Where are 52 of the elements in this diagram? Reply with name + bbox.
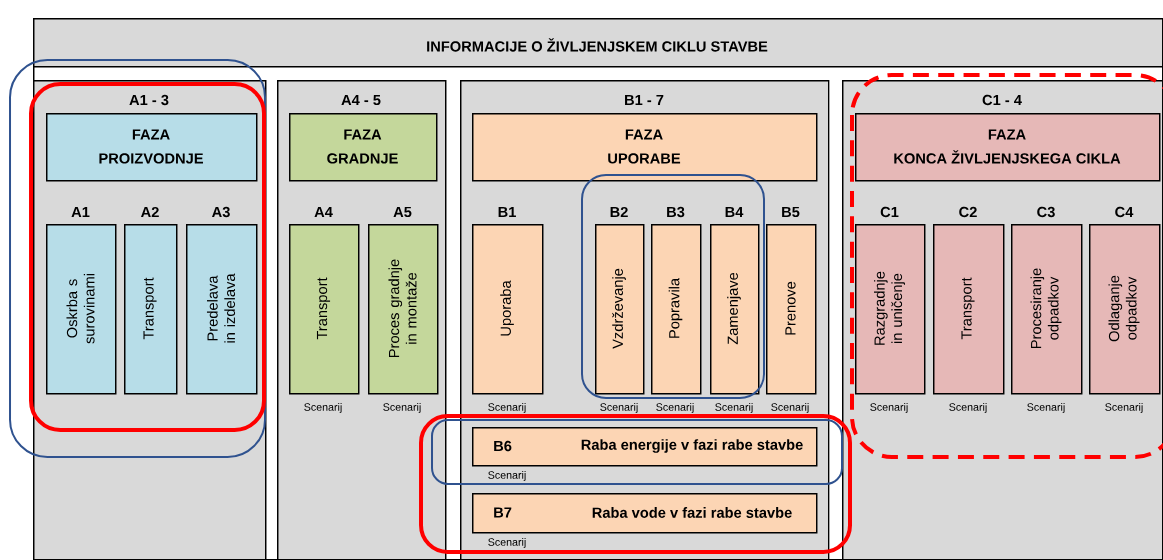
module-box: Zamenjave [710, 224, 760, 395]
module-code: B1 [498, 206, 516, 218]
stage-code: A4 - 5 [341, 94, 381, 106]
scenario-label: Scenarij [488, 403, 526, 413]
module-box: Transport [289, 224, 360, 395]
module-box: Odlaganje odpadkov [1089, 224, 1161, 395]
module-box: Popravila [651, 224, 702, 395]
module-box: Proces gradnje in montaže [368, 224, 439, 395]
module-box: Prenove [766, 224, 817, 395]
scenario-label: Scenarij [1027, 403, 1065, 413]
module-box: B7 Raba vode v fazi rabe stavbe [472, 493, 818, 534]
module-code: C2 [959, 206, 977, 218]
stage-code: B1 - 7 [625, 94, 664, 106]
module-box: B6 Raba energije v fazi rabe stavbe [472, 427, 818, 467]
phase-box: FAZA GRADNJE [289, 113, 438, 182]
module-code: A1 [71, 206, 90, 218]
module-code: B4 [725, 206, 744, 218]
scenario-label: Scenarij [771, 403, 809, 413]
module-code: B2 [610, 206, 628, 218]
module-code: A3 [212, 206, 230, 218]
scenario-label: Scenarij [656, 403, 694, 413]
phase-box: FAZA PROIZVODNJE [46, 113, 258, 182]
module-code: C1 [880, 206, 899, 218]
module-box: Predelava in izdelava [186, 224, 258, 395]
module-code: B5 [782, 206, 800, 218]
scenario-label: Scenarij [488, 538, 526, 548]
scenario-label: Scenarij [600, 403, 638, 413]
module-code: A5 [393, 206, 412, 218]
module-box: Oskrba s surovinami [46, 224, 117, 395]
module-box: Uporaba [472, 224, 544, 395]
phase-box: FAZA KONCA ŽIVLJENJSKEGA CIKLA [855, 113, 1161, 182]
module-code: B3 [667, 206, 685, 218]
module-box: Procesiranje odpadkov [1011, 224, 1083, 395]
stage-code: A1 - 3 [129, 94, 169, 106]
stage-code: C1 - 4 [982, 94, 1022, 106]
module-code: C3 [1037, 206, 1055, 218]
scenario-label: Scenarij [870, 403, 908, 413]
module-code: A4 [314, 206, 333, 218]
scenario-label: Scenarij [488, 471, 526, 481]
module-code: C4 [1115, 206, 1134, 218]
scenario-label: Scenarij [304, 403, 342, 413]
scenario-label: Scenarij [715, 403, 753, 413]
scenario-label: Scenarij [1105, 403, 1143, 413]
module-box: Transport [124, 224, 178, 395]
panel-heading: INFORMACIJE O ŽIVLJENJSKEM CIKLU STAVBE [427, 38, 768, 52]
module-box: Razgradnje in uničenje [855, 224, 926, 395]
scenario-label: Scenarij [949, 403, 987, 413]
module-box: Transport [933, 224, 1005, 395]
module-code: A2 [141, 206, 159, 218]
module-box: Vzdrževanje [595, 224, 645, 395]
scenario-label: Scenarij [383, 403, 421, 413]
phase-box: FAZA UPORABE [472, 113, 818, 182]
